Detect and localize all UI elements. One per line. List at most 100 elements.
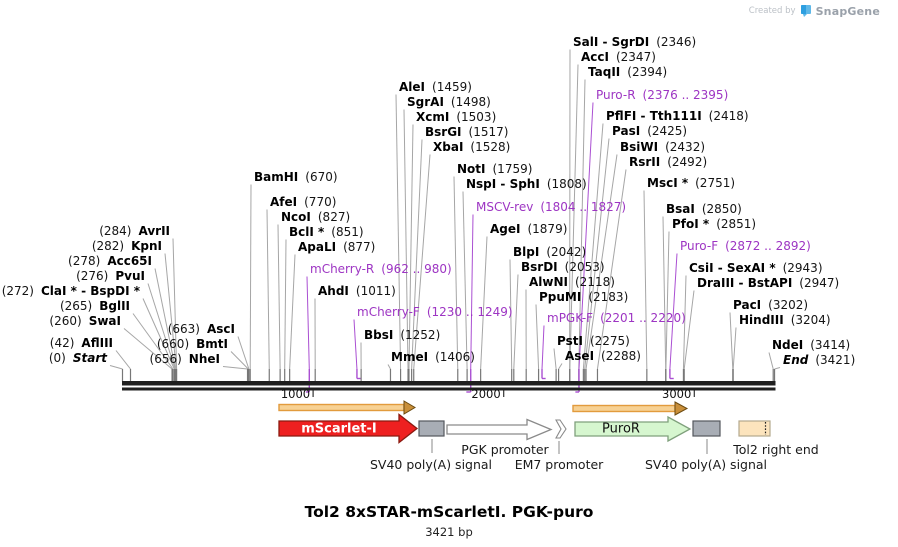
site-name: AvrII: [138, 224, 170, 238]
site-label-bamhi: BamHI (670): [254, 171, 338, 184]
site-position: (660): [156, 337, 190, 351]
site-name: NheI: [188, 352, 220, 366]
site-name: mCherry-F: [357, 305, 420, 319]
site-label-kpni: (282)KpnI: [92, 240, 162, 253]
site-position: (0): [48, 351, 66, 365]
site-label-puro-r: Puro-R (2376 .. 2395): [596, 89, 728, 102]
leader-line: [408, 124, 414, 370]
leader-line: [682, 275, 687, 370]
site-name: AflIII: [81, 336, 113, 350]
site-name: NdeI: [772, 338, 804, 352]
feature-mscarlet-i-label: mScarlet-I: [301, 421, 377, 436]
leader-line: [553, 348, 557, 370]
site-label-end: End (3421): [783, 354, 855, 367]
site-name: BlpI: [513, 245, 540, 259]
site-name: AseI: [565, 349, 595, 363]
site-position: (962 .. 980): [381, 262, 452, 276]
site-label-mcherry-f: mCherry-F (1230 .. 1249): [357, 306, 513, 319]
site-name: Puro-R: [596, 88, 636, 102]
site-label-nspi-sphi: NspI - SphI(1808): [466, 178, 587, 191]
site-position: (2053): [564, 260, 605, 274]
leader-line: [585, 154, 618, 370]
site-position: (276): [76, 269, 109, 283]
site-name: AhdI: [318, 284, 349, 298]
site-name: AfeI: [270, 195, 298, 209]
site-name: TaqII: [588, 65, 621, 79]
site-position: (2425): [647, 124, 688, 138]
site-label-blpi: BlpI (2042): [513, 246, 586, 259]
site-label-ncoi: NcoI(827): [281, 211, 350, 224]
leader-line: [729, 312, 734, 370]
site-label-bsiwi: BsiWI(2432): [620, 141, 705, 154]
site-position: (3421): [815, 353, 856, 367]
site-label-clai-bspdi-: (272)ClaI * - BspDI *: [2, 285, 140, 298]
site-name: PpuMI: [539, 290, 582, 304]
leader-line: [732, 327, 737, 370]
site-label-bglii: (265)BglII: [60, 300, 130, 313]
site-name: Start: [72, 351, 107, 365]
site-name: MscI *: [647, 176, 689, 190]
axis-label-3000: 3000: [662, 387, 692, 401]
site-name: MSCV-rev: [476, 200, 534, 214]
watermark-brand: SnapGene: [815, 4, 880, 18]
leader-line: [558, 363, 563, 370]
leader-line: [683, 290, 695, 370]
site-position: (2432): [665, 140, 706, 154]
site-name: NcoI: [281, 210, 311, 224]
site-position: (2376 .. 2395): [642, 88, 729, 102]
site-name: BbsI: [364, 328, 394, 342]
title-block: Tol2 8xSTAR-mScarletI. PGK-puro 3421 bp: [0, 503, 898, 539]
leader-line: [470, 214, 474, 370]
site-position: (663): [167, 322, 200, 336]
site-position: (1804 .. 1827): [540, 200, 627, 214]
leader-line: [535, 304, 540, 370]
site-label-asei: AseI (2288): [565, 350, 641, 363]
site-position: (2418): [708, 109, 749, 123]
leader-line: [584, 138, 610, 370]
site-label-pflfi-tth111i: PflFI - Tth111I(2418): [606, 110, 749, 123]
site-position: (2275): [589, 334, 630, 348]
site-label-pfoi-: PfoI *(2851): [672, 218, 756, 231]
site-label-bsai: BsaI(2850): [666, 203, 742, 216]
site-label-agei: AgeI(1879): [490, 223, 567, 236]
site-label-bbsi: BbsI(1252): [364, 329, 440, 342]
site-name: BsrDI: [521, 260, 558, 274]
site-position: (877): [343, 240, 376, 254]
leader-line: [147, 283, 176, 370]
site-position: (851): [331, 225, 364, 239]
site-name: BamHI: [254, 170, 299, 184]
site-label-pvui: (276)PvuI: [76, 270, 145, 283]
site-position: (670): [305, 170, 338, 184]
feature-puror-label: PuroR: [602, 421, 640, 437]
leader-line: [596, 169, 627, 370]
site-position: (278): [68, 254, 101, 268]
site-name: SalI - SgrDI: [573, 35, 650, 49]
site-position: (2042): [546, 245, 587, 259]
site-name: XcmI: [416, 110, 450, 124]
site-label-noti: NotI(1759): [457, 163, 532, 176]
site-label-asci: (663)AscI: [168, 323, 235, 336]
site-label-ppumi: PpuMI(2183): [539, 291, 628, 304]
site-position: (1011): [355, 284, 396, 298]
site-name: AlwNI: [529, 275, 568, 289]
site-name: End: [783, 353, 809, 367]
site-position: (1459): [432, 80, 472, 94]
site-position: (1498): [450, 95, 491, 109]
leader-line: [662, 216, 667, 370]
map-length: 3421 bp: [425, 525, 473, 539]
site-position: (2201 .. 2220): [600, 311, 686, 325]
site-label-rsrii: RsrII(2492): [629, 156, 707, 169]
site-label-mscv-rev: MSCV-rev (1804 .. 1827): [476, 201, 626, 214]
site-position: (42): [49, 336, 75, 350]
site-position: (1879): [527, 222, 568, 236]
snapgene-watermark: Created by SnapGene: [749, 4, 880, 18]
site-position: (1230 .. 1249): [426, 305, 513, 319]
site-position: (770): [304, 195, 337, 209]
site-label-psti: PstI(2275): [557, 335, 630, 348]
site-position: (2288): [601, 349, 641, 363]
snapgene-logo-icon: [800, 5, 811, 17]
site-label-xcmi: XcmI(1503): [416, 111, 496, 124]
site-position: (282): [91, 239, 125, 253]
